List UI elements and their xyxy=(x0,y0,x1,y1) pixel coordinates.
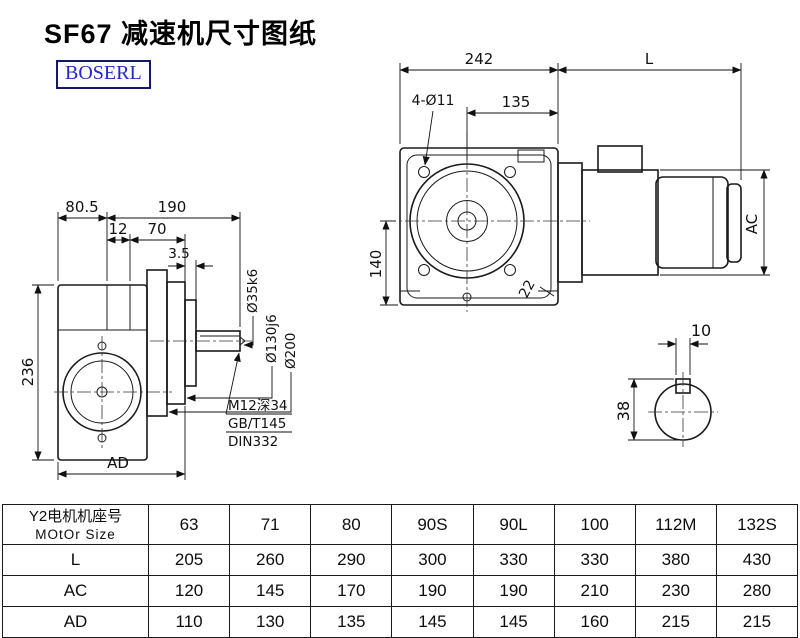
label-shaft-dia: Ø35k6 xyxy=(245,269,261,313)
bolt-hole xyxy=(418,264,430,276)
dim-70-label: 70 xyxy=(147,220,166,238)
dim-12-label: 12 xyxy=(108,220,127,238)
dim-22-label: 22 xyxy=(516,277,538,300)
dim-242-label: 242 xyxy=(465,50,494,68)
table-cell: 280 xyxy=(715,575,799,607)
dim-140-label: 140 xyxy=(367,250,385,279)
dim-80-5-label: 80.5 xyxy=(65,198,98,216)
dim-l-label: L xyxy=(645,50,654,68)
side-flange xyxy=(146,269,168,417)
table-cell: 120 xyxy=(147,575,231,607)
table-cell: 100 xyxy=(553,504,636,545)
table-cell: 215 xyxy=(715,606,799,638)
table-cell: 130 xyxy=(229,606,312,638)
bolt-hole xyxy=(504,264,516,276)
table-cell: 260 xyxy=(229,544,312,576)
dim-ac-label: AC xyxy=(743,214,761,234)
table-row-motor-size: Y2电机机座号 MOtOr Size 63 71 80 90S 90L 100 … xyxy=(2,504,799,545)
motor xyxy=(557,145,742,283)
note-standard-2: DIN332 xyxy=(228,434,278,450)
motor-body xyxy=(655,176,729,269)
table-cell: 215 xyxy=(634,606,717,638)
table-cell: 132S xyxy=(715,504,799,545)
motor-endcap xyxy=(726,183,742,263)
table-row-ad: AD 110 130 135 145 145 160 215 215 xyxy=(2,606,799,638)
dim-3-5-label: 3.5 xyxy=(168,246,189,262)
row-label: AC xyxy=(2,575,149,607)
page-title: SF67 减速机尺寸图纸 xyxy=(44,19,318,49)
bolt-hole xyxy=(418,166,430,178)
dim-190-label: 190 xyxy=(158,198,187,216)
row-label: AD xyxy=(2,606,149,638)
table-cell: 90S xyxy=(391,504,474,545)
shaft-end-view: 10 38 xyxy=(614,321,718,447)
table-cell: 145 xyxy=(472,606,555,638)
table-cell: 190 xyxy=(391,575,474,607)
front-view: 242 L 4-Ø11 135 140 22 AC xyxy=(367,50,770,312)
table-row-ac: AC 120 145 170 190 190 210 230 280 xyxy=(2,575,799,607)
dim-236-label: 236 xyxy=(19,358,37,387)
table-cell: 170 xyxy=(310,575,393,607)
table-cell: 160 xyxy=(553,606,636,638)
table-cell: 90L xyxy=(472,504,555,545)
label-spigot-dia: Ø130j6 xyxy=(264,314,280,363)
dimension-table: Y2电机机座号 MOtOr Size 63 71 80 90S 90L 100 … xyxy=(2,504,799,638)
table-cell: 330 xyxy=(472,544,555,576)
table-cell: 430 xyxy=(715,544,799,576)
note-tap-size: M12深34 xyxy=(228,398,288,414)
label-bolt-holes: 4-Ø11 xyxy=(412,93,455,109)
motor-size-label-cn: Y2电机机座号 xyxy=(28,508,123,526)
table-cell: 205 xyxy=(147,544,231,576)
table-cell: 112M xyxy=(634,504,717,545)
table-cell: 380 xyxy=(634,544,717,576)
bolt-hole xyxy=(504,166,516,178)
dim-10-label: 10 xyxy=(691,321,711,340)
table-cell: 330 xyxy=(553,544,636,576)
side-view: 236 80.5 190 12 70 3.5 AD Ø35k6 Ø130j6 Ø… xyxy=(19,198,299,480)
terminal-box xyxy=(597,145,643,173)
table-cell: 300 xyxy=(391,544,474,576)
note-standard-1: GB/T145 xyxy=(228,416,286,432)
front-housing xyxy=(399,147,559,306)
table-cell: 210 xyxy=(553,575,636,607)
table-cell: 145 xyxy=(229,575,312,607)
motor-size-label-en: MOtOr Size xyxy=(35,526,116,542)
table-row-l: L 205 260 290 300 330 330 380 430 xyxy=(2,544,799,576)
table-cell: 135 xyxy=(310,606,393,638)
label-flange-dia: Ø200 xyxy=(283,333,299,369)
table-cell: 290 xyxy=(310,544,393,576)
dim-38-label: 38 xyxy=(614,401,633,421)
boserl-logo: BOSERL xyxy=(56,60,151,89)
technical-drawing: 236 80.5 190 12 70 3.5 AD Ø35k6 Ø130j6 Ø… xyxy=(19,50,770,480)
table-cell: 230 xyxy=(634,575,717,607)
motor-flange xyxy=(557,162,583,283)
table-cell: 71 xyxy=(229,504,312,545)
table-cell: 63 xyxy=(147,504,231,545)
table-cell: 190 xyxy=(472,575,555,607)
dim-ad-label: AD xyxy=(107,454,129,472)
table-cell: 145 xyxy=(391,606,474,638)
dim-135-label: 135 xyxy=(502,93,531,111)
motor-fins xyxy=(581,169,659,276)
table-cell: 80 xyxy=(310,504,393,545)
row-label: L xyxy=(2,544,149,576)
table-cell: 110 xyxy=(147,606,231,638)
table-header-cell: Y2电机机座号 MOtOr Size xyxy=(2,504,149,545)
